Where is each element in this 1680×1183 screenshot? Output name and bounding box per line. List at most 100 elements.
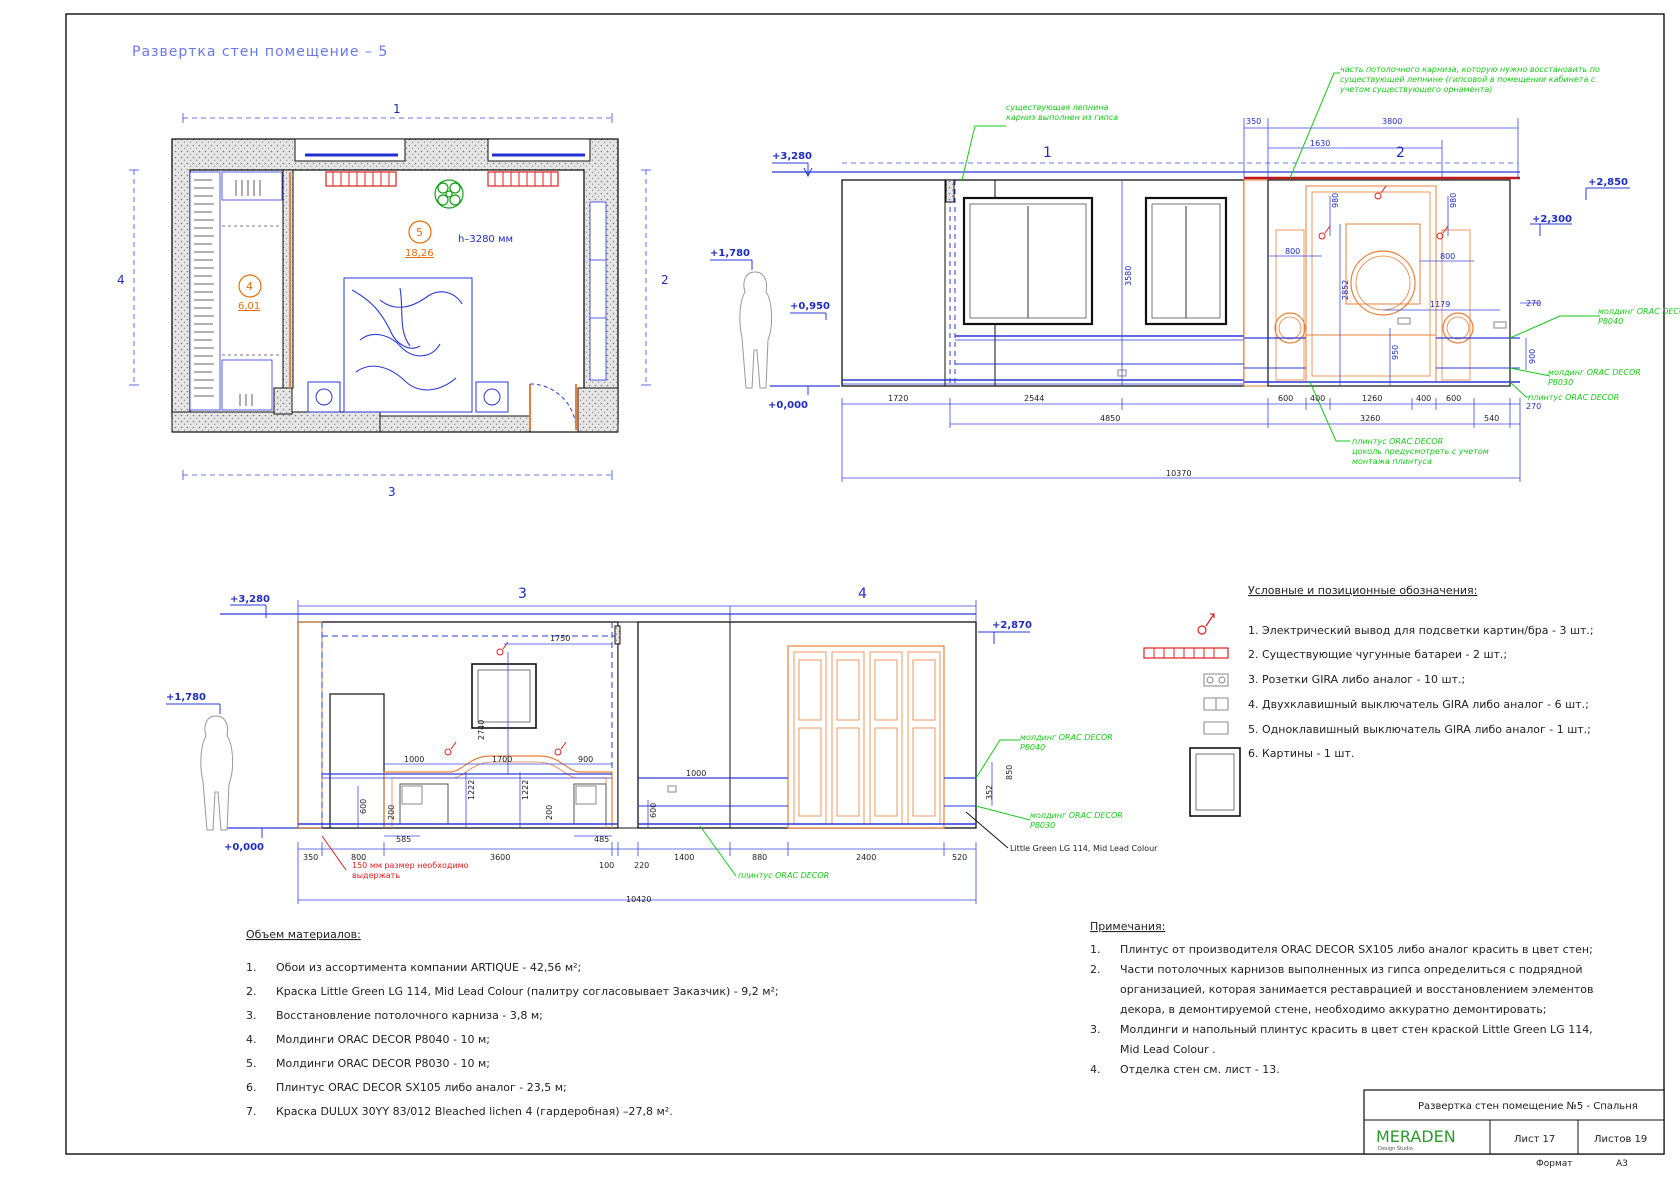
mark-2870: +2,870 <box>992 620 1032 631</box>
legend-radiator-icon <box>1143 647 1229 659</box>
material-item-6: Плинтус ORAC DECOR SX105 либо аналог - 2… <box>276 1081 567 1094</box>
plan-wall-label-1: 1 <box>393 102 401 116</box>
plant-icon <box>434 179 464 209</box>
dim-270-a: 270 <box>1526 299 1541 308</box>
mark-0000-b: +0,000 <box>224 842 264 853</box>
dim-850: 850 <box>1005 765 1014 780</box>
legend-item-4: 4. Двухклавишный выключатель GIRA либо а… <box>1248 698 1589 711</box>
stamp-brand-sub: Design Studio <box>1378 1146 1413 1152</box>
mark-1780-b: +1,780 <box>166 692 206 703</box>
room5-area: 18,26 <box>405 248 434 259</box>
elevation-walls-3-4: +3,280 +1,780 +0,000 +2,870 <box>166 586 1158 904</box>
plan-wall-label-2: 2 <box>661 273 669 287</box>
legend-item-2: 2. Существующие чугунные батареи - 2 шт.… <box>1248 648 1507 661</box>
mark-0000: +0,000 <box>768 400 808 411</box>
dim-1222-b: 1222 <box>521 780 530 800</box>
notes-title: Примечания: <box>1090 920 1165 933</box>
mark-1780: +1,780 <box>710 248 750 259</box>
mark-3280-b: +3,280 <box>230 594 270 605</box>
mark-2300: +2,300 <box>1532 214 1572 225</box>
dim-400-b: 400 <box>1416 394 1431 403</box>
note-plinth: плинтус ORAC DECOR <box>1528 393 1619 402</box>
level-marks-12: +3,280 +1,780 +0,950 +0,000 +2,850 +2,30… <box>710 151 1630 411</box>
dim-600-a: 600 <box>1278 394 1293 403</box>
note-num-3: 3. <box>1090 1023 1101 1036</box>
material-item-4: Молдинги ORAC DECOR P8040 - 10 м; <box>276 1033 490 1046</box>
elevation-walls-1-2: +3,280 +1,780 +0,950 +0,000 +2,850 +2,30… <box>710 65 1680 482</box>
dim-980-b: 980 <box>1449 193 1458 208</box>
stamp-format-label: Формат <box>1536 1159 1573 1169</box>
dim-1179: 1179 <box>1430 300 1450 309</box>
dim-1750: 1750 <box>550 634 570 643</box>
elev12-wall-label-2: 2 <box>1396 145 1405 161</box>
legend-item-1: 1. Электрический вывод для подсветки кар… <box>1248 624 1594 637</box>
dim-10420: 10420 <box>626 895 651 904</box>
stamp-sheet: Лист 17 <box>1514 1134 1555 1145</box>
plan-wall-label-3: 3 <box>388 485 396 499</box>
dim-4850: 4850 <box>1100 414 1120 423</box>
dim-200-a: 200 <box>387 805 396 820</box>
dim-100: 100 <box>599 861 614 870</box>
floor-plan: 1 2 3 4 4 6,01 <box>117 102 669 499</box>
dim-1260: 1260 <box>1362 394 1382 403</box>
note-item-4-line-1: Отделка стен см. лист - 13. <box>1120 1063 1280 1076</box>
dim-600-d: 600 <box>649 803 658 818</box>
dim-2544: 2544 <box>1024 394 1044 403</box>
legend-socket-icon <box>1203 673 1229 687</box>
stamp-format: А3 <box>1616 1159 1628 1169</box>
dim-520: 520 <box>952 853 967 862</box>
legend-item-5: 5. Одноклавишный выключатель GIRA либо а… <box>1248 723 1591 736</box>
material-item-3: Восстановление потолочного карниза - 3,8… <box>276 1009 543 1022</box>
material-num-5: 5. <box>246 1057 257 1070</box>
dim-800-c: 800 <box>351 853 366 862</box>
material-num-2: 2. <box>246 985 257 998</box>
material-item-1: Обои из ассортимента компании ARTIQUE - … <box>276 961 581 974</box>
dim-270-b: 270 <box>1526 402 1541 411</box>
note-item-1-line-1: Плинтус от производителя ORAC DECOR SX10… <box>1120 943 1593 956</box>
dim-1000-b: 1000 <box>686 769 706 778</box>
dim-3800: 3800 <box>1382 117 1402 126</box>
human-scale-figure-2 <box>200 715 234 831</box>
dim-1720: 1720 <box>888 394 908 403</box>
note-num-4: 4. <box>1090 1063 1101 1076</box>
room4-area: 6,01 <box>238 301 260 312</box>
legend-item-6: 6. Картины - 1 шт. <box>1248 747 1354 760</box>
room5-height: h–3280 мм <box>458 234 513 245</box>
human-scale-figure <box>739 271 773 389</box>
legend-item-3: 3. Розетки GIRA либо аналог - 10 шт.; <box>1248 673 1465 686</box>
bed <box>307 277 509 413</box>
material-num-4: 4. <box>246 1033 257 1046</box>
plan-wall-label-4: 4 <box>117 273 125 287</box>
dim-350: 350 <box>1246 117 1261 126</box>
note-item-3-line-1: Молдинги и напольный плинтус красить в ц… <box>1120 1023 1593 1036</box>
dim-485: 485 <box>594 835 609 844</box>
light-outlet-icon-2 <box>444 641 567 756</box>
note-num-2: 2. <box>1090 963 1101 976</box>
material-item-7: Краска DULUX 30YY 83/012 Bleached lichen… <box>276 1105 673 1118</box>
notes-list: Примечания: 1. Плинтус от производителя O… <box>1090 920 1594 1076</box>
note-item-2-line-3: декора, в демонтируемой стене, необходим… <box>1120 1003 1546 1016</box>
dim-3580: 3580 <box>1124 266 1133 286</box>
sheet-title: Развертка стен помещение – 5 <box>132 44 388 60</box>
stamp-sheets: Листов 19 <box>1594 1134 1647 1145</box>
light-outlet-icon <box>1318 185 1449 240</box>
legend-single-switch-icon <box>1203 721 1229 735</box>
mark-0950: +0,950 <box>790 301 830 312</box>
note-num-1: 1. <box>1090 943 1101 956</box>
stamp-title: Развертка стен помещение №5 - Спальня <box>1418 1101 1638 1112</box>
dim-540: 540 <box>1484 414 1499 423</box>
note-plinth-b: плинтус ORAC DECOR <box>738 871 829 880</box>
room5-number: 5 <box>416 226 423 239</box>
dim-585: 585 <box>396 835 411 844</box>
dim-2740: 2740 <box>477 720 486 740</box>
stamp-brand: MERADEN <box>1376 1127 1456 1146</box>
material-num-3: 3. <box>246 1009 257 1022</box>
dim-900: 900 <box>1528 349 1537 364</box>
dim-3600: 3600 <box>490 853 510 862</box>
material-num-7: 7. <box>246 1105 257 1118</box>
dim-600-b: 600 <box>1446 394 1461 403</box>
